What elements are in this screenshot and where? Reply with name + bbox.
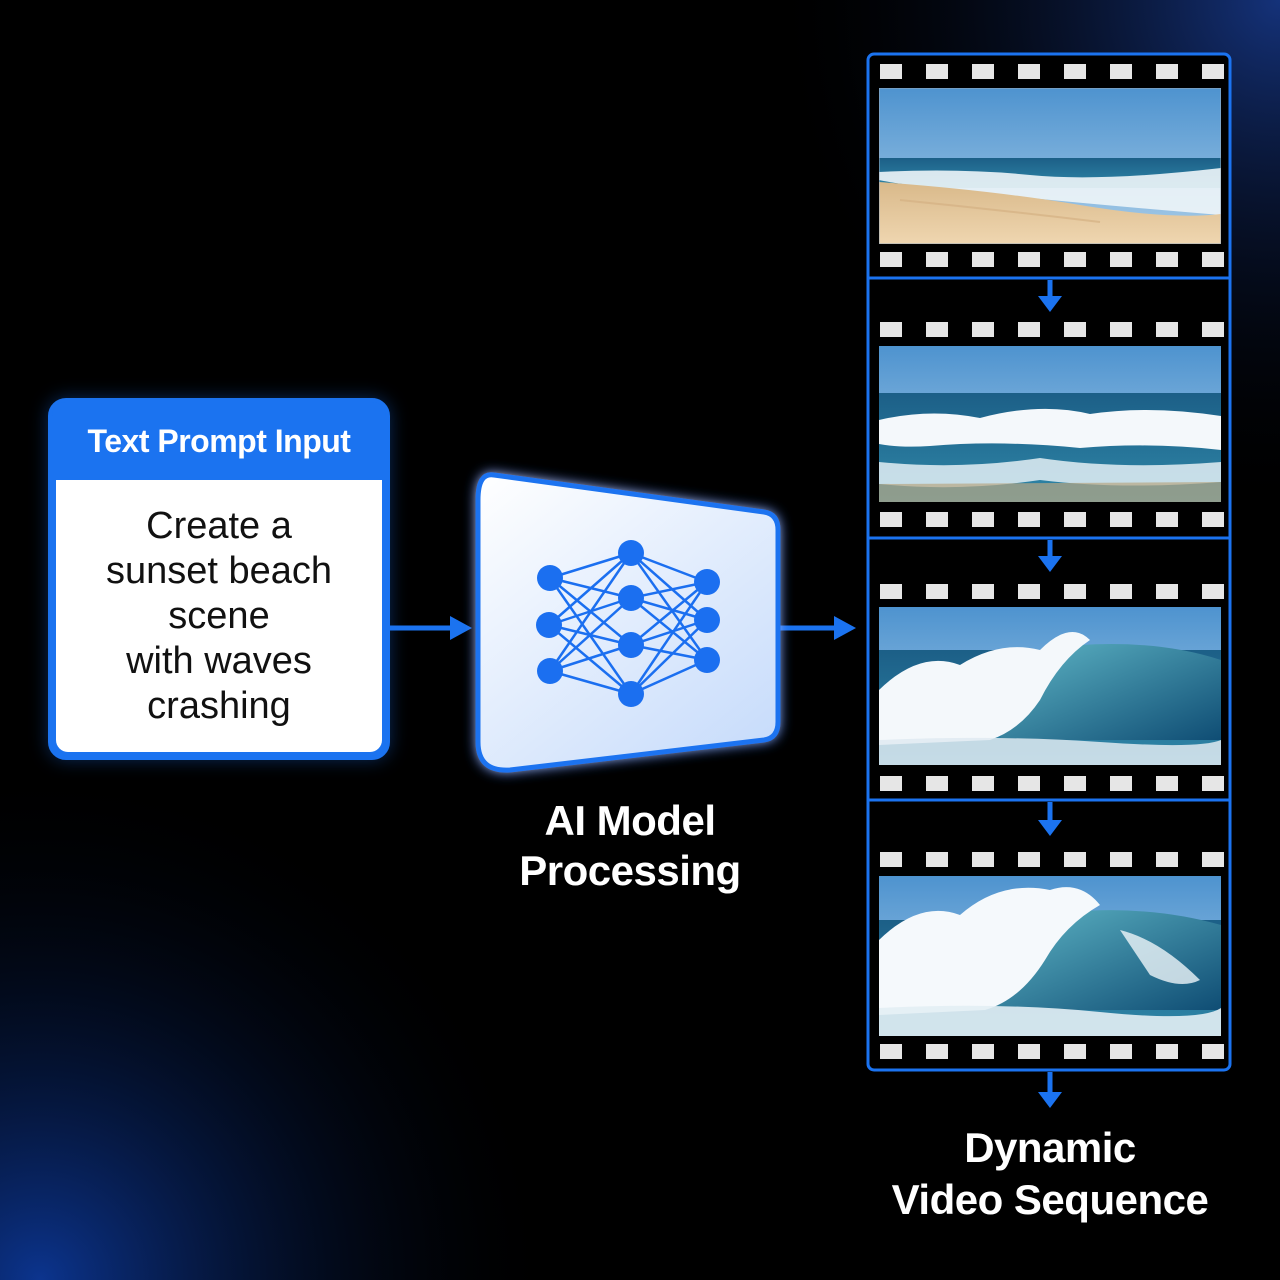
sprocket-hole — [880, 776, 902, 791]
sprocket-hole — [926, 584, 948, 599]
sprocket-hole — [1064, 64, 1086, 79]
sprocket-hole — [880, 512, 902, 527]
ai-model-label: AI Model Processing — [470, 796, 790, 896]
sprocket-hole — [1110, 852, 1132, 867]
ai-model-label-line-2: Processing — [519, 847, 741, 894]
sprocket-hole — [1064, 852, 1086, 867]
sprocket-hole — [1156, 1044, 1178, 1059]
ai-model-label-line-1: AI Model — [544, 797, 717, 844]
sprocket-hole — [1110, 776, 1132, 791]
sprocket-hole — [926, 852, 948, 867]
sprocket-hole — [1018, 252, 1040, 267]
video-frame-1 — [879, 88, 1221, 244]
sprocket-hole — [1110, 322, 1132, 337]
sprocket-hole — [972, 64, 994, 79]
sprocket-hole — [880, 252, 902, 267]
sprocket-hole — [1110, 1044, 1132, 1059]
sprocket-hole — [926, 1044, 948, 1059]
sprocket-hole — [1018, 64, 1040, 79]
sprocket-hole — [972, 776, 994, 791]
sprocket-hole — [926, 322, 948, 337]
sprocket-hole — [1064, 776, 1086, 791]
sprocket-hole — [1156, 852, 1178, 867]
video-frame-2 — [879, 346, 1221, 502]
arrow-strip-to-label — [1038, 1072, 1062, 1108]
prompt-line-5: crashing — [147, 684, 291, 727]
sprocket-hole — [926, 512, 948, 527]
sprocket-hole — [1156, 322, 1178, 337]
sprocket-hole — [880, 322, 902, 337]
sprocket-hole — [1202, 584, 1224, 599]
sprocket-hole — [1202, 776, 1224, 791]
sprocket-hole — [1156, 776, 1178, 791]
sprocket-hole — [1202, 1044, 1224, 1059]
arrow-frame-3-to-4 — [1038, 802, 1062, 836]
neural-network-icon — [536, 540, 720, 707]
video-sequence-label-line-2: Video Sequence — [891, 1176, 1209, 1223]
sprocket-hole — [1202, 252, 1224, 267]
sprocket-hole — [972, 584, 994, 599]
prompt-line-4: with waves — [126, 639, 312, 682]
sprocket-hole — [972, 1044, 994, 1059]
sprocket-hole — [1156, 252, 1178, 267]
ai-model-block — [475, 472, 781, 773]
sprocket-hole — [1156, 512, 1178, 527]
sprocket-hole — [972, 322, 994, 337]
sprocket-hole — [926, 252, 948, 267]
video-sequence-label-line-1: Dynamic — [964, 1124, 1136, 1171]
video-frame-4 — [879, 876, 1221, 1036]
sprocket-hole — [1064, 1044, 1086, 1059]
sprocket-hole — [1018, 512, 1040, 527]
sprocket-hole — [1064, 322, 1086, 337]
text-prompt-card: Text Prompt Input Create a sunset beach … — [48, 398, 390, 760]
sprocket-hole — [1202, 512, 1224, 527]
sprocket-hole — [926, 64, 948, 79]
sprocket-hole — [880, 852, 902, 867]
prompt-text-area: Create a sunset beach scene with waves c… — [56, 480, 382, 752]
prompt-line-3: scene — [168, 594, 270, 637]
arrow-frame-1-to-2 — [1038, 280, 1062, 312]
sprocket-hole — [1202, 64, 1224, 79]
sprocket-hole — [1156, 584, 1178, 599]
sprocket-hole — [1018, 776, 1040, 791]
sprocket-hole — [1064, 252, 1086, 267]
sprocket-hole — [1018, 1044, 1040, 1059]
arrow-frame-2-to-3 — [1038, 540, 1062, 572]
prompt-line-2: sunset beach — [105, 549, 333, 592]
sprocket-hole — [972, 252, 994, 267]
sprocket-hole — [880, 64, 902, 79]
sprocket-hole — [1110, 512, 1132, 527]
sprocket-hole — [972, 852, 994, 867]
sprocket-hole — [972, 512, 994, 527]
sprocket-hole — [1018, 852, 1040, 867]
sprocket-hole — [1018, 322, 1040, 337]
arrow-model-to-video — [780, 616, 856, 640]
prompt-card-header: Text Prompt Input — [87, 422, 351, 459]
arrow-prompt-to-model — [390, 616, 472, 640]
sprocket-hole — [880, 1044, 902, 1059]
sprocket-hole — [1202, 852, 1224, 867]
sprocket-hole — [1064, 584, 1086, 599]
sprocket-hole — [1064, 512, 1086, 527]
sprocket-hole — [926, 776, 948, 791]
sprocket-hole — [1202, 322, 1224, 337]
sprocket-hole — [880, 584, 902, 599]
prompt-line-1: Create a — [146, 504, 292, 547]
video-frame-3 — [879, 607, 1221, 765]
sprocket-hole — [1110, 584, 1132, 599]
sprocket-hole — [1110, 252, 1132, 267]
sprocket-hole — [1018, 584, 1040, 599]
sprocket-hole — [1110, 64, 1132, 79]
sprocket-hole — [1156, 64, 1178, 79]
video-sequence-label: Dynamic Video Sequence — [860, 1122, 1240, 1226]
